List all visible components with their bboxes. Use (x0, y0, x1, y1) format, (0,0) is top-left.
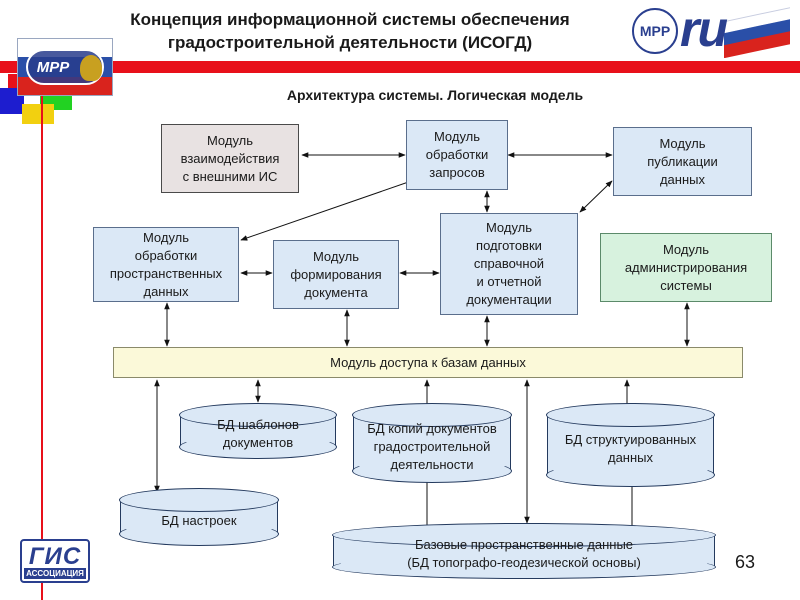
module-external-interaction: Модуль взаимодействия с внешними ИС (161, 124, 299, 193)
diagram-subtitle: Архитектура системы. Логическая модель (286, 87, 584, 103)
db-base-spatial: Базовые пространственные данные (БД топо… (332, 523, 716, 579)
db-templates-label: БД шаблонов документов (217, 417, 299, 450)
left-red-line (41, 72, 43, 600)
db-document-copies: БД копий документов градостроительной де… (352, 403, 512, 483)
db-document-copies-label: БД копий документов градостроительной де… (367, 421, 497, 472)
module-administration: Модуль администрирования системы (600, 233, 772, 302)
db-structured-label: БД структуированных данных (564, 432, 697, 465)
eagle-icon (80, 55, 102, 81)
module-spatial-processing: Модуль обработки пространственных данных (93, 227, 239, 302)
mrr-logo: МРР (632, 8, 678, 54)
db-settings: БД настроек (119, 488, 279, 546)
link-request-spatial (240, 177, 421, 241)
page-number: 63 (734, 552, 756, 572)
module-data-publication: Модуль публикации данных (613, 127, 752, 196)
header-red-bar (0, 61, 800, 73)
module-request-processing: Модуль обработки запросов (406, 120, 508, 190)
page-title-line-2: градостроительной деятельности (ИСОГД) (167, 33, 533, 52)
module-db-access: Модуль доступа к базам данных (113, 347, 743, 378)
decor-square-yellow (22, 104, 54, 124)
module-reference-reporting: Модуль подготовки справочной и отчетной … (440, 213, 578, 315)
russia-flag-logo: МРР (17, 38, 113, 96)
gis-association-logo: ГИС АССОЦИАЦИЯ (20, 539, 90, 583)
gis-logo-subtitle: АССОЦИАЦИЯ (24, 568, 86, 579)
db-templates: БД шаблонов документов (179, 403, 337, 459)
db-base-spatial-label: Базовые пространственные данные (БД топо… (407, 537, 641, 570)
ministry-emblem-icon: МРР (26, 49, 104, 85)
page-title: Концепция информационной системы обеспеч… (70, 8, 630, 54)
ru-flag-logo: ru (680, 4, 790, 58)
db-settings-label: БД настроек (161, 513, 237, 528)
ru-logo-text: ru (680, 4, 728, 57)
link-reference-publication (579, 180, 613, 213)
module-document-formation: Модуль формирования документа (273, 240, 399, 309)
db-structured: БД структуированных данных (546, 403, 715, 487)
gis-logo-word: ГИС (28, 543, 82, 570)
page-title-line-1: Концепция информационной системы обеспеч… (130, 10, 570, 29)
